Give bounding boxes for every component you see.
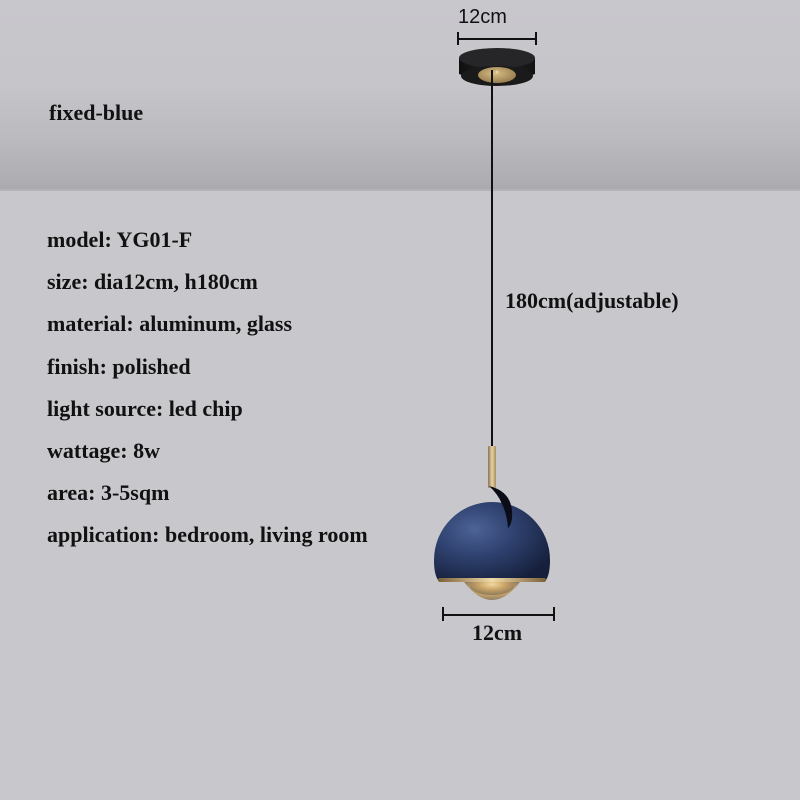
spec-model: model: YG01-F [47,227,193,252]
ceiling-canopy-icon [459,48,535,86]
pendant-shade-icon [434,486,550,600]
spec-list: model: YG01-F size: dia12cm, h180cm mate… [47,227,368,565]
shade-width-label: 12cm [472,620,523,645]
spec-area: area: 3-5sqm [47,480,170,506]
variant-label: fixed-blue [49,100,144,125]
ceiling-edge [0,189,800,191]
ceiling-background [0,0,800,190]
canopy-width-label: 12cm [458,6,507,28]
brass-stem [488,446,496,488]
spec-size: size: dia12cm, h180cm [47,269,258,295]
cord-height-label: 180cm(adjustable) [505,288,679,313]
spec-wattage: wattage: 8w [47,437,161,463]
spec-light-source: light source: led chip [47,395,243,421]
spec-finish: finish: polished [47,353,191,379]
spec-material: material: aluminum, glass [47,311,293,337]
suspension-cord [491,70,493,446]
spec-application: application: bedroom, living room [47,522,368,548]
